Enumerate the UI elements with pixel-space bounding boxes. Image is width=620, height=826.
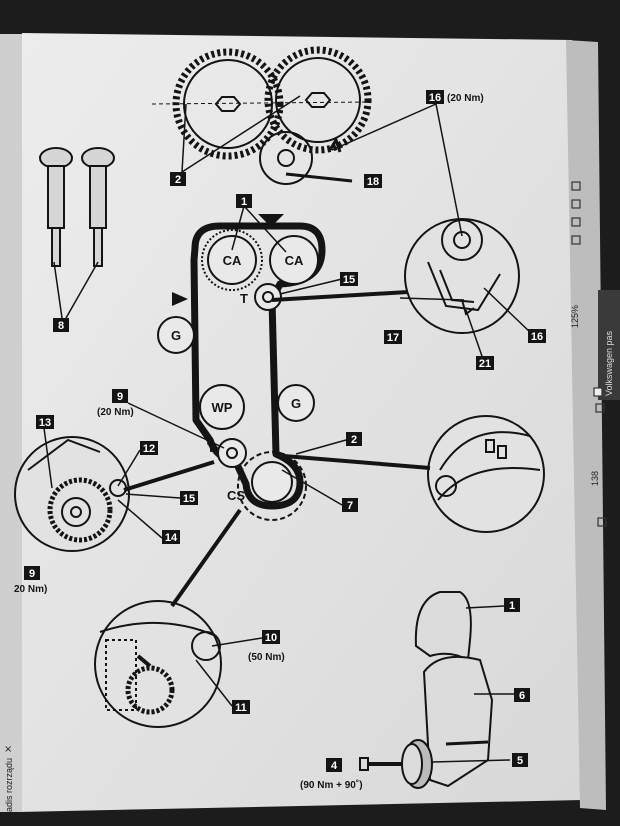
svg-text:4: 4 [331, 760, 338, 772]
locking-pins [39, 147, 115, 319]
svg-text:1: 1 [241, 196, 247, 208]
svg-text:14: 14 [165, 532, 178, 544]
zoom-level: 125% [570, 305, 580, 328]
close-icon[interactable]: × [4, 744, 12, 755]
left-panel [0, 34, 22, 812]
marker-triangle-left [172, 292, 188, 306]
pulley-label-g-left: G [171, 328, 181, 343]
svg-text:15: 15 [183, 493, 195, 505]
svg-text:6: 6 [519, 690, 525, 702]
callout-1: 1 [504, 598, 520, 612]
callout-10: 10 [262, 630, 280, 644]
svg-text:10: 10 [265, 632, 277, 644]
pulley-label-g-right: G [291, 396, 301, 411]
detail-circles [14, 218, 545, 728]
camshaft-gears-top [151, 46, 372, 185]
timing-covers [359, 591, 494, 789]
svg-text:21: 21 [479, 358, 491, 370]
svg-text:9: 9 [29, 568, 35, 580]
svg-text:9: 9 [117, 391, 123, 403]
torque-10: (50 Nm) [248, 652, 285, 663]
svg-text:18: 18 [367, 176, 379, 188]
svg-text:8: 8 [58, 320, 64, 332]
callout-8: 8 [53, 318, 69, 332]
pulley-label-ca-left: CA [223, 253, 242, 268]
callout-9-left: 9 [24, 566, 40, 580]
torque-16: (20 Nm) [447, 93, 484, 104]
callout-21: 21 [476, 356, 494, 370]
svg-text:2: 2 [175, 174, 181, 186]
torque-9-left: 20 Nm) [14, 584, 47, 595]
svg-text:16: 16 [531, 331, 543, 343]
detail-crank-sprocket [99, 621, 221, 715]
marker-triangle-top [258, 214, 284, 227]
callout-11: 11 [232, 700, 250, 714]
callout-6: 6 [514, 688, 530, 702]
pulley-label-ca-right: CA [285, 253, 304, 268]
callout-12: 12 [140, 441, 158, 455]
svg-text:11: 11 [235, 702, 247, 714]
callout-7: 7 [342, 498, 358, 512]
svg-text:12: 12 [143, 443, 155, 455]
pulley-label-t-lower: T [207, 440, 215, 455]
callout-2: 2 [346, 432, 362, 446]
side-file-name: adis rozrządu [4, 758, 14, 812]
svg-text:7: 7 [347, 500, 353, 512]
callout-14: 14 [162, 530, 180, 544]
page-number: 138 [590, 471, 600, 486]
svg-text:13: 13 [39, 417, 51, 429]
callout-16: 16 [426, 90, 444, 104]
svg-text:1: 1 [509, 600, 515, 612]
detail-tensioner-lower [27, 438, 127, 543]
callout-15: 15 [180, 491, 198, 505]
callout-20: 18 [364, 174, 382, 188]
right-toolbar[interactable] [566, 40, 606, 810]
callout-13: 13 [36, 415, 54, 429]
callout-9-top: 9 [112, 389, 128, 403]
torque-4: (90 Nm + 90˚) [300, 779, 363, 791]
callout-3-top: 2 [170, 172, 186, 186]
pulleys [157, 229, 319, 521]
callouts: 2 18 16 1 15 8 17 16 21 9 13 2 12 15 7 1… [24, 90, 546, 772]
svg-text:17: 17 [387, 332, 399, 344]
callout-17: 15 [340, 272, 358, 286]
svg-text:15: 15 [343, 274, 355, 286]
svg-text:5: 5 [517, 755, 523, 767]
pulley-label-wp: WP [212, 400, 233, 415]
callout-19: 17 [384, 330, 402, 344]
toolbar-icons[interactable] [571, 181, 607, 527]
taskbar-tab-label[interactable]: Volkswagen pas [604, 330, 614, 396]
detail-crank-mark [435, 431, 541, 501]
leader-lines [43, 95, 533, 763]
pulley-label-t-upper: T [240, 291, 248, 306]
callout-18: 16 [528, 329, 546, 343]
taskbar-tab[interactable] [598, 290, 620, 400]
callout-3-mid: 1 [236, 194, 252, 208]
callout-5: 5 [512, 753, 528, 767]
svg-text:2: 2 [351, 434, 357, 446]
callout-4: 4 [326, 758, 342, 772]
torque-9-top: (20 Nm) [97, 407, 134, 418]
pulley-label-cs: CS [227, 488, 245, 503]
svg-text:16: 16 [429, 92, 441, 104]
